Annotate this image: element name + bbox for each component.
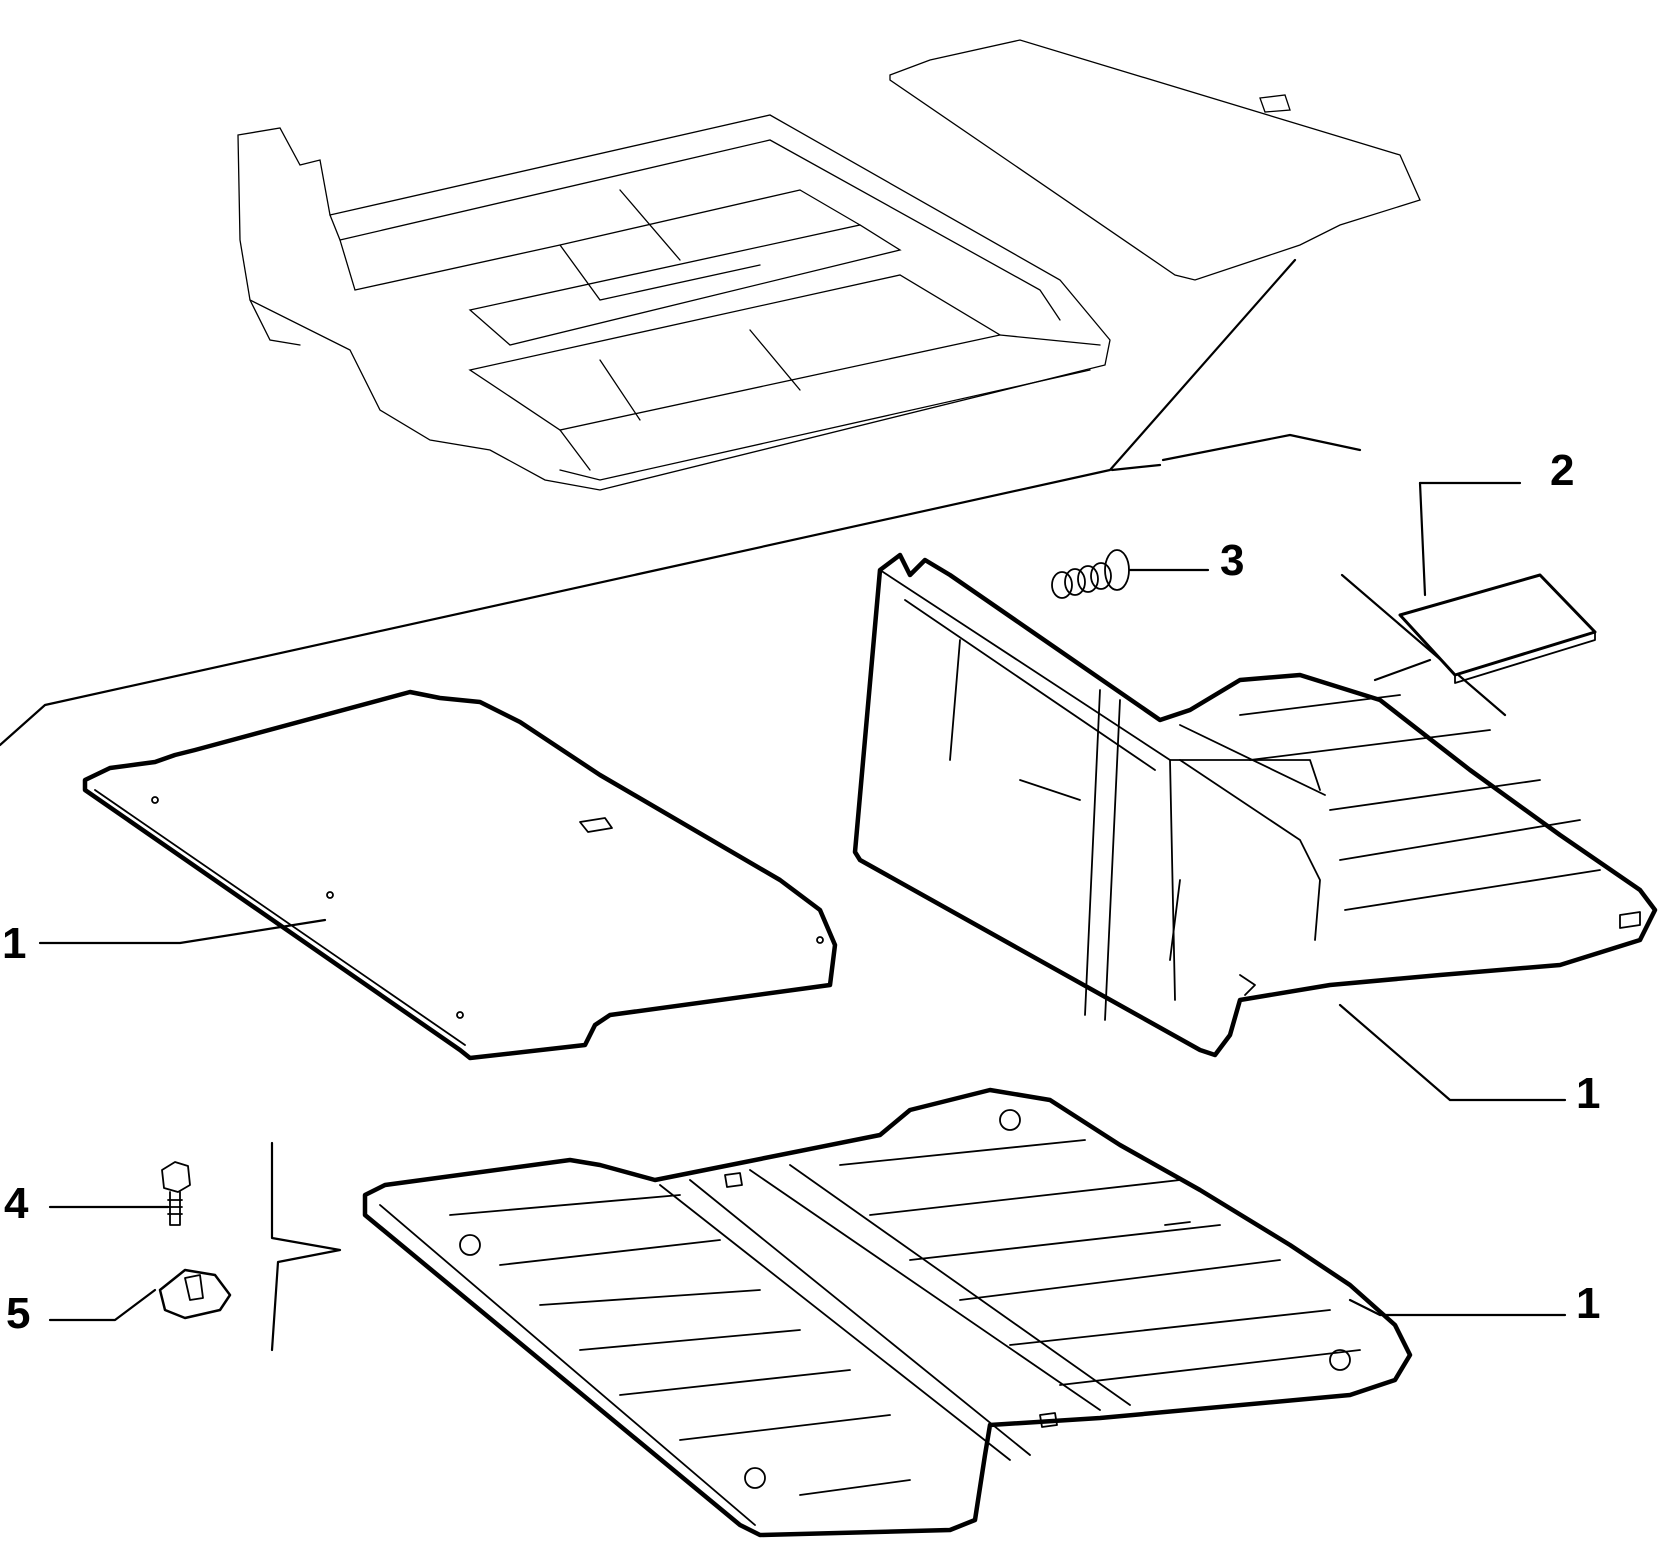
- callout-3: 3: [1220, 536, 1244, 585]
- floor-mat-center-right: [852, 552, 1658, 1058]
- assembly-guide-lines: [0, 258, 1507, 1352]
- bolt-part: [161, 1161, 191, 1226]
- leader-lines: [38, 481, 1567, 1322]
- vehicle-floor-assembly: [237, 39, 1421, 491]
- floor-mat-lower: [362, 1087, 1413, 1538]
- fastener-coil-part: [1051, 549, 1130, 599]
- callout-1-upper-left: 1: [2, 919, 26, 968]
- callout-labels: 1 1 1 2 3 4 5: [2, 446, 1600, 1338]
- flat-pad-part: [1398, 573, 1597, 684]
- floor-mat-upper-left: [82, 689, 838, 1061]
- callout-2: 2: [1550, 446, 1574, 495]
- clip-bracket-part: [158, 1268, 232, 1320]
- callout-4: 4: [4, 1179, 29, 1228]
- callout-1-center-right: 1: [1576, 1069, 1600, 1118]
- callout-5: 5: [6, 1289, 30, 1338]
- callout-1-lower: 1: [1576, 1279, 1600, 1328]
